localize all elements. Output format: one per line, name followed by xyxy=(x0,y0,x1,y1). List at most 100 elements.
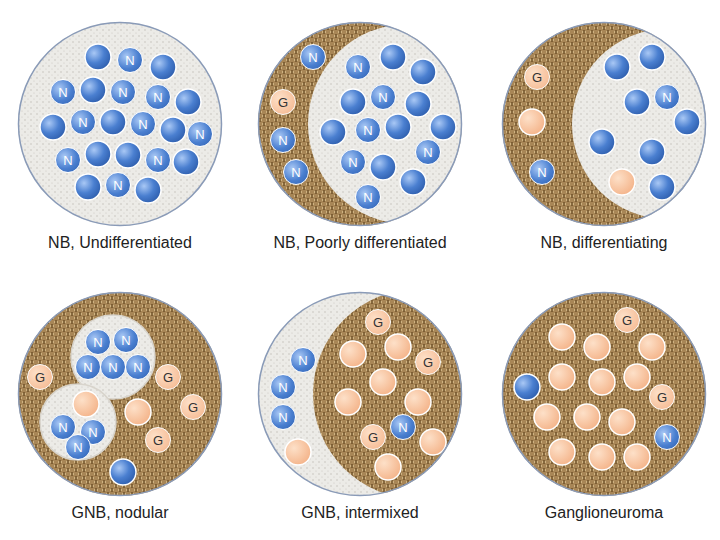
neuroblast-cell: N xyxy=(50,79,76,105)
tumor-section: NB, differentiatingGNN xyxy=(502,22,706,226)
schwannian-stroma xyxy=(313,289,523,499)
panel-art xyxy=(502,292,706,496)
cell-letter: G xyxy=(622,314,632,327)
nodule xyxy=(40,384,116,460)
cell-letter: N xyxy=(83,361,92,374)
stroma-poor xyxy=(572,29,720,219)
cell-letter: N xyxy=(113,179,122,192)
ganglion-cell: G xyxy=(155,364,181,390)
neuroblast-cell: N xyxy=(300,44,326,70)
neuroblast-cell: N xyxy=(130,111,156,137)
ganglion-cell: G xyxy=(649,384,675,410)
neuroblast-cell: N xyxy=(75,354,101,380)
cell-letter: N xyxy=(88,426,97,439)
schwannian-stroma xyxy=(502,292,706,496)
ganglion-cell: G xyxy=(524,64,550,90)
neuroblast-cell: N xyxy=(187,121,213,147)
cell-letter: G xyxy=(188,401,198,414)
neuroblast-cell: N xyxy=(117,47,143,73)
tumor-section: GNB, nodularNNNNNNNNGGGG xyxy=(18,292,222,496)
stroma-poor xyxy=(18,22,222,226)
neuroblast-cell: N xyxy=(654,424,680,450)
cell-letter: N xyxy=(363,191,372,204)
cell-letter: N xyxy=(138,118,147,131)
cell-letter: N xyxy=(662,431,671,444)
cell-letter: N xyxy=(153,91,162,104)
neuroblast-cell: N xyxy=(654,84,680,110)
cell-letter: N xyxy=(121,334,130,347)
cell-letter: N xyxy=(353,61,362,74)
panel-art xyxy=(502,22,720,226)
panel-caption: NB, differentiating xyxy=(541,234,668,252)
cell-letter: N xyxy=(537,166,546,179)
cell-letter: G xyxy=(278,96,288,109)
tumor-outline xyxy=(259,23,462,226)
cells xyxy=(285,334,446,480)
tumor-section: GNB, intermixedNNNGGGN xyxy=(258,292,462,496)
tumor-outline xyxy=(259,293,462,496)
panel-caption: Ganglioneuroma xyxy=(545,504,663,522)
stroma-poor xyxy=(308,24,508,224)
cells xyxy=(519,44,700,200)
neuroblast-cell: N xyxy=(415,139,441,165)
tumor-section: NB, Poorly differentiatedGNNNNNNNNN xyxy=(258,22,462,226)
neuroblast-cell: N xyxy=(529,159,555,185)
cell-letter: N xyxy=(423,146,432,159)
cell-letter: N xyxy=(278,381,287,394)
cell-letter: N xyxy=(308,51,317,64)
ganglion-cell: G xyxy=(360,424,386,450)
neuroblast-cell: N xyxy=(125,354,151,380)
cell-letter: G xyxy=(163,371,173,384)
neuroblast-cell: N xyxy=(270,127,296,153)
neuroblast-cell: N xyxy=(145,147,171,173)
neuroblast-cell: N xyxy=(290,347,316,373)
tumor-outline xyxy=(19,293,222,496)
cell-letter: N xyxy=(298,354,307,367)
neuroblast-cell: N xyxy=(283,159,309,185)
ganglion-cell: G xyxy=(270,89,296,115)
neuroblast-cell: N xyxy=(340,149,366,175)
panel-art xyxy=(18,292,222,496)
cell-letter: G xyxy=(532,71,542,84)
tumor-outline xyxy=(503,293,706,496)
cell-letter: N xyxy=(398,421,407,434)
cell-letter: N xyxy=(73,441,82,454)
cells xyxy=(514,324,665,470)
neuroblast-cell: N xyxy=(145,84,171,110)
cell-letter: N xyxy=(78,116,87,129)
cell-letter: N xyxy=(125,54,134,67)
cells xyxy=(40,44,201,203)
cell-letter: N xyxy=(278,134,287,147)
cell-letter: N xyxy=(348,156,357,169)
cell-letter: N xyxy=(58,421,67,434)
ganglion-cell: G xyxy=(365,309,391,335)
ganglion-cell: G xyxy=(614,307,640,333)
panel-caption: GNB, intermixed xyxy=(301,504,418,522)
neuroblast-cell: N xyxy=(270,404,296,430)
neuroblast-cell: N xyxy=(370,84,396,110)
neuroblast-cell: N xyxy=(70,109,96,135)
neuroblast-cell: N xyxy=(345,54,371,80)
ganglion-cell: G xyxy=(145,427,171,453)
neuroblast-cell: N xyxy=(270,374,296,400)
cell-letter: G xyxy=(373,316,383,329)
cell-letter: N xyxy=(118,86,127,99)
cell-letter: N xyxy=(153,154,162,167)
cell-letter: N xyxy=(108,361,117,374)
schwannian-stroma xyxy=(18,292,222,496)
cell-letter: N xyxy=(278,411,287,424)
cell-letter: N xyxy=(195,128,204,141)
cell-letter: N xyxy=(93,336,102,349)
ganglion-cell: G xyxy=(180,394,206,420)
cell-letter: G xyxy=(153,434,163,447)
cell-letter: N xyxy=(58,86,67,99)
cell-letter: G xyxy=(657,391,667,404)
cell-letter: G xyxy=(368,431,378,444)
neuroblast-cell: N xyxy=(85,329,111,355)
neuroblast-cell: N xyxy=(355,117,381,143)
cell-letter: N xyxy=(63,154,72,167)
cell-letter: N xyxy=(363,124,372,137)
cell-letter: G xyxy=(35,371,45,384)
tumor-outline xyxy=(19,23,222,226)
neuroblast-cell: N xyxy=(355,184,381,210)
